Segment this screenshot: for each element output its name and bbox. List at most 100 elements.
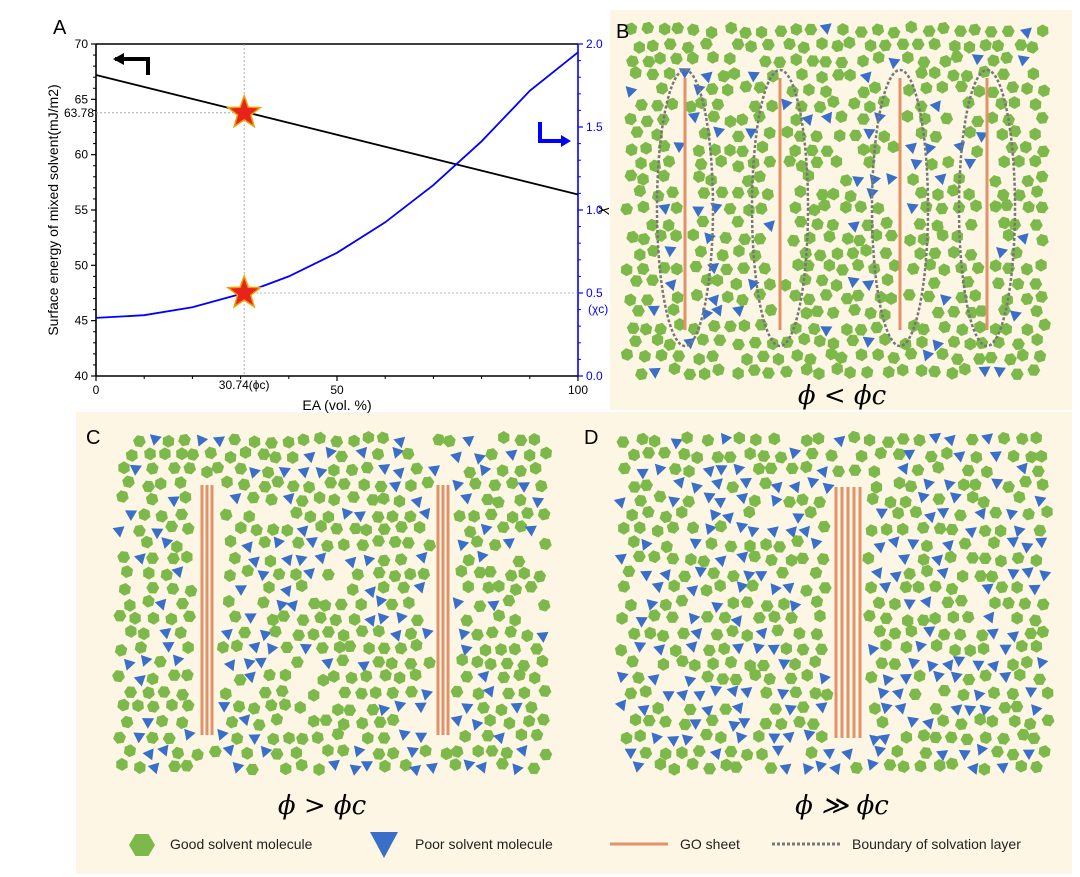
panel-label-c: C — [86, 427, 100, 449]
good-solvent-molecule — [1020, 292, 1034, 306]
good-solvent-molecule — [851, 258, 865, 272]
left-axis-arrowhead — [113, 53, 124, 65]
good-solvent-molecule — [961, 464, 975, 477]
good-solvent-molecule — [953, 171, 966, 185]
good-solvent-molecule — [945, 757, 959, 770]
good-solvent-molecule — [913, 218, 927, 230]
good-solvent-molecule — [718, 642, 731, 656]
good-solvent-molecule — [321, 539, 334, 553]
good-solvent-molecule — [773, 56, 787, 69]
good-solvent-molecule — [167, 669, 181, 681]
good-solvent-molecule — [779, 278, 792, 292]
good-solvent-molecule — [1002, 596, 1015, 610]
good-solvent-molecule — [637, 233, 651, 246]
good-solvent-molecule — [385, 657, 398, 670]
good-solvent-molecule — [802, 169, 815, 183]
poor-solvent-molecule — [493, 732, 505, 745]
good-solvent-molecule — [947, 305, 961, 318]
good-solvent-molecule — [1030, 185, 1044, 198]
good-solvent-molecule — [143, 566, 155, 580]
x-tick-label: 50 — [330, 383, 344, 397]
good-solvent-molecule — [651, 128, 663, 142]
good-solvent-molecule — [872, 51, 885, 64]
poor-solvent-molecule — [376, 595, 388, 608]
good-solvent-molecule — [233, 674, 247, 686]
poor-solvent-molecule — [937, 507, 950, 519]
y-tick-label: 60 — [75, 148, 89, 162]
good-solvent-molecule — [246, 491, 260, 504]
good-solvent-molecule — [682, 495, 695, 508]
poor-solvent-molecule — [932, 339, 944, 352]
poor-solvent-molecule — [874, 745, 886, 758]
good-solvent-molecule — [275, 685, 289, 698]
good-solvent-molecule — [936, 228, 949, 242]
good-solvent-molecule — [625, 143, 638, 157]
good-solvent-molecule — [781, 125, 794, 139]
good-solvent-molecule — [343, 640, 357, 653]
good-solvent-molecule — [686, 51, 699, 65]
good-solvent-molecule — [876, 715, 889, 729]
good-solvent-molecule — [996, 188, 1010, 202]
good-solvent-molecule — [628, 481, 641, 493]
good-solvent-molecule — [813, 334, 826, 348]
poor-solvent-molecule — [736, 731, 748, 744]
good-solvent-molecule — [1011, 277, 1025, 291]
poor-solvent-molecule — [847, 276, 860, 289]
poor-solvent-molecule — [392, 446, 404, 459]
good-solvent-molecule — [182, 641, 194, 654]
poor-solvent-molecule — [987, 660, 999, 673]
poor-solvent-molecule — [964, 527, 977, 539]
good-solvent-molecule — [787, 234, 800, 247]
good-solvent-molecule — [760, 686, 773, 699]
poor-solvent-molecule — [903, 599, 916, 610]
good-solvent-molecule — [1002, 228, 1015, 242]
good-solvent-molecule — [989, 506, 1003, 519]
poor-solvent-molecule — [536, 631, 549, 643]
good-solvent-molecule — [449, 758, 462, 771]
good-solvent-molecule — [957, 478, 970, 492]
good-solvent-molecule — [1035, 258, 1047, 272]
poor-solvent-molecule — [1039, 570, 1052, 582]
good-solvent-molecule — [761, 188, 774, 201]
good-solvent-molecule — [862, 551, 875, 565]
poor-solvent-molecule — [303, 451, 316, 464]
good-solvent-molecule — [174, 626, 187, 640]
good-solvent-molecule — [956, 323, 969, 337]
good-solvent-molecule — [257, 448, 271, 461]
poor-solvent-molecule — [903, 449, 916, 461]
good-solvent-molecule — [879, 247, 893, 260]
poor-solvent-molecule — [728, 720, 741, 732]
poor-solvent-molecule — [779, 763, 792, 775]
poor-solvent-molecule — [978, 366, 991, 378]
good-solvent-molecule — [313, 763, 325, 776]
poor-solvent-molecule — [770, 583, 782, 596]
poor-solvent-molecule — [1034, 495, 1047, 508]
good-solvent-molecule — [904, 347, 918, 360]
good-solvent-molecule — [672, 350, 686, 362]
poor-solvent-molecule — [816, 466, 828, 478]
poor-solvent-molecule — [782, 731, 795, 744]
good-solvent-molecule — [789, 201, 802, 215]
poor-solvent-molecule — [841, 748, 853, 761]
good-solvent-molecule — [290, 746, 303, 760]
good-solvent-molecule — [740, 748, 754, 762]
good-solvent-molecule — [819, 56, 833, 68]
poor-solvent-molecule — [899, 673, 912, 685]
good-solvent-molecule — [176, 688, 189, 701]
poor-solvent-molecule — [418, 507, 431, 520]
good-solvent-molecule — [853, 234, 866, 247]
good-solvent-molecule — [801, 668, 813, 682]
good-solvent-molecule — [857, 113, 870, 125]
good-solvent-molecule — [642, 505, 655, 519]
poor-solvent-molecule — [154, 598, 167, 611]
good-solvent-molecule — [178, 433, 191, 447]
good-solvent-molecule — [768, 432, 781, 446]
good-solvent-molecule — [404, 567, 417, 581]
good-solvent-molecule — [138, 508, 151, 521]
good-solvent-molecule — [915, 126, 928, 140]
good-solvent-molecule — [974, 320, 986, 334]
y-tick-label: 65 — [75, 92, 89, 106]
good-solvent-molecule — [1033, 349, 1047, 363]
good-solvent-molecule — [377, 492, 390, 505]
good-solvent-molecule — [926, 157, 938, 171]
